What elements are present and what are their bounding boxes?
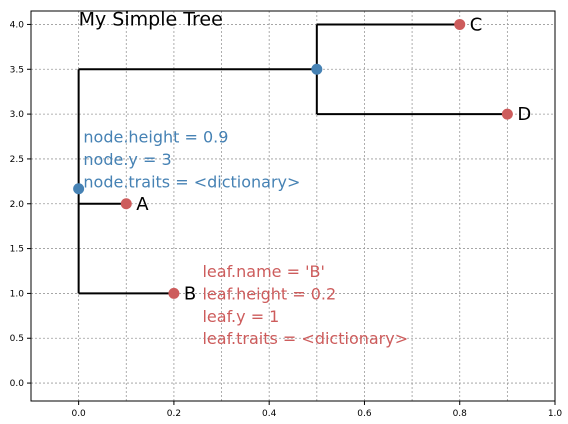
plot-area — [31, 11, 555, 401]
leaf-label-b: B — [184, 283, 196, 304]
x-tick-label: 0.8 — [453, 409, 468, 419]
leaf-point-b — [168, 287, 180, 299]
y-tick-label: 4.0 — [10, 20, 25, 30]
x-tick-label: 0.6 — [357, 409, 372, 419]
leaf-point-a — [120, 198, 132, 210]
y-tick-label: 2.5 — [10, 155, 24, 165]
leaf-label-a: A — [136, 194, 149, 215]
y-tick-label: 3.5 — [10, 65, 24, 75]
x-tick-label: 0.2 — [167, 409, 181, 419]
y-tick-label: 2.0 — [10, 200, 25, 210]
x-tick-label: 1.0 — [548, 409, 563, 419]
y-tick-label: 1.0 — [10, 289, 25, 299]
leaf-label-c: C — [470, 14, 483, 35]
y-tick-label: 0.0 — [10, 379, 25, 389]
node-annotation-line: node.traits = <dictionary> — [83, 172, 300, 191]
leaf-annotation-line: leaf.name = 'B' — [202, 262, 324, 281]
leaf-point-d — [501, 108, 513, 120]
y-tick-label: 1.5 — [10, 245, 24, 255]
y-tick-label: 0.5 — [10, 334, 24, 344]
x-tick-label: 0.4 — [262, 409, 277, 419]
chart-title: My Simple Tree — [79, 8, 223, 30]
y-tick-label: 3.0 — [10, 110, 25, 120]
leaf-label-d: D — [517, 104, 531, 125]
leaf-annotation-line: leaf.y = 1 — [202, 307, 279, 326]
internal-node-point-n1 — [311, 63, 323, 75]
node-annotation-line: node.y = 3 — [83, 150, 171, 169]
leaf-annotation-line: leaf.traits = <dictionary> — [202, 329, 408, 348]
leaf-point-c — [454, 18, 466, 30]
node-annotation-line: node.height = 0.9 — [83, 128, 228, 147]
plot-frame — [30, 10, 556, 402]
leaf-annotation-line: leaf.height = 0.2 — [202, 284, 336, 303]
x-tick-label: 0.0 — [71, 409, 86, 419]
internal-node-point-root — [73, 183, 85, 195]
